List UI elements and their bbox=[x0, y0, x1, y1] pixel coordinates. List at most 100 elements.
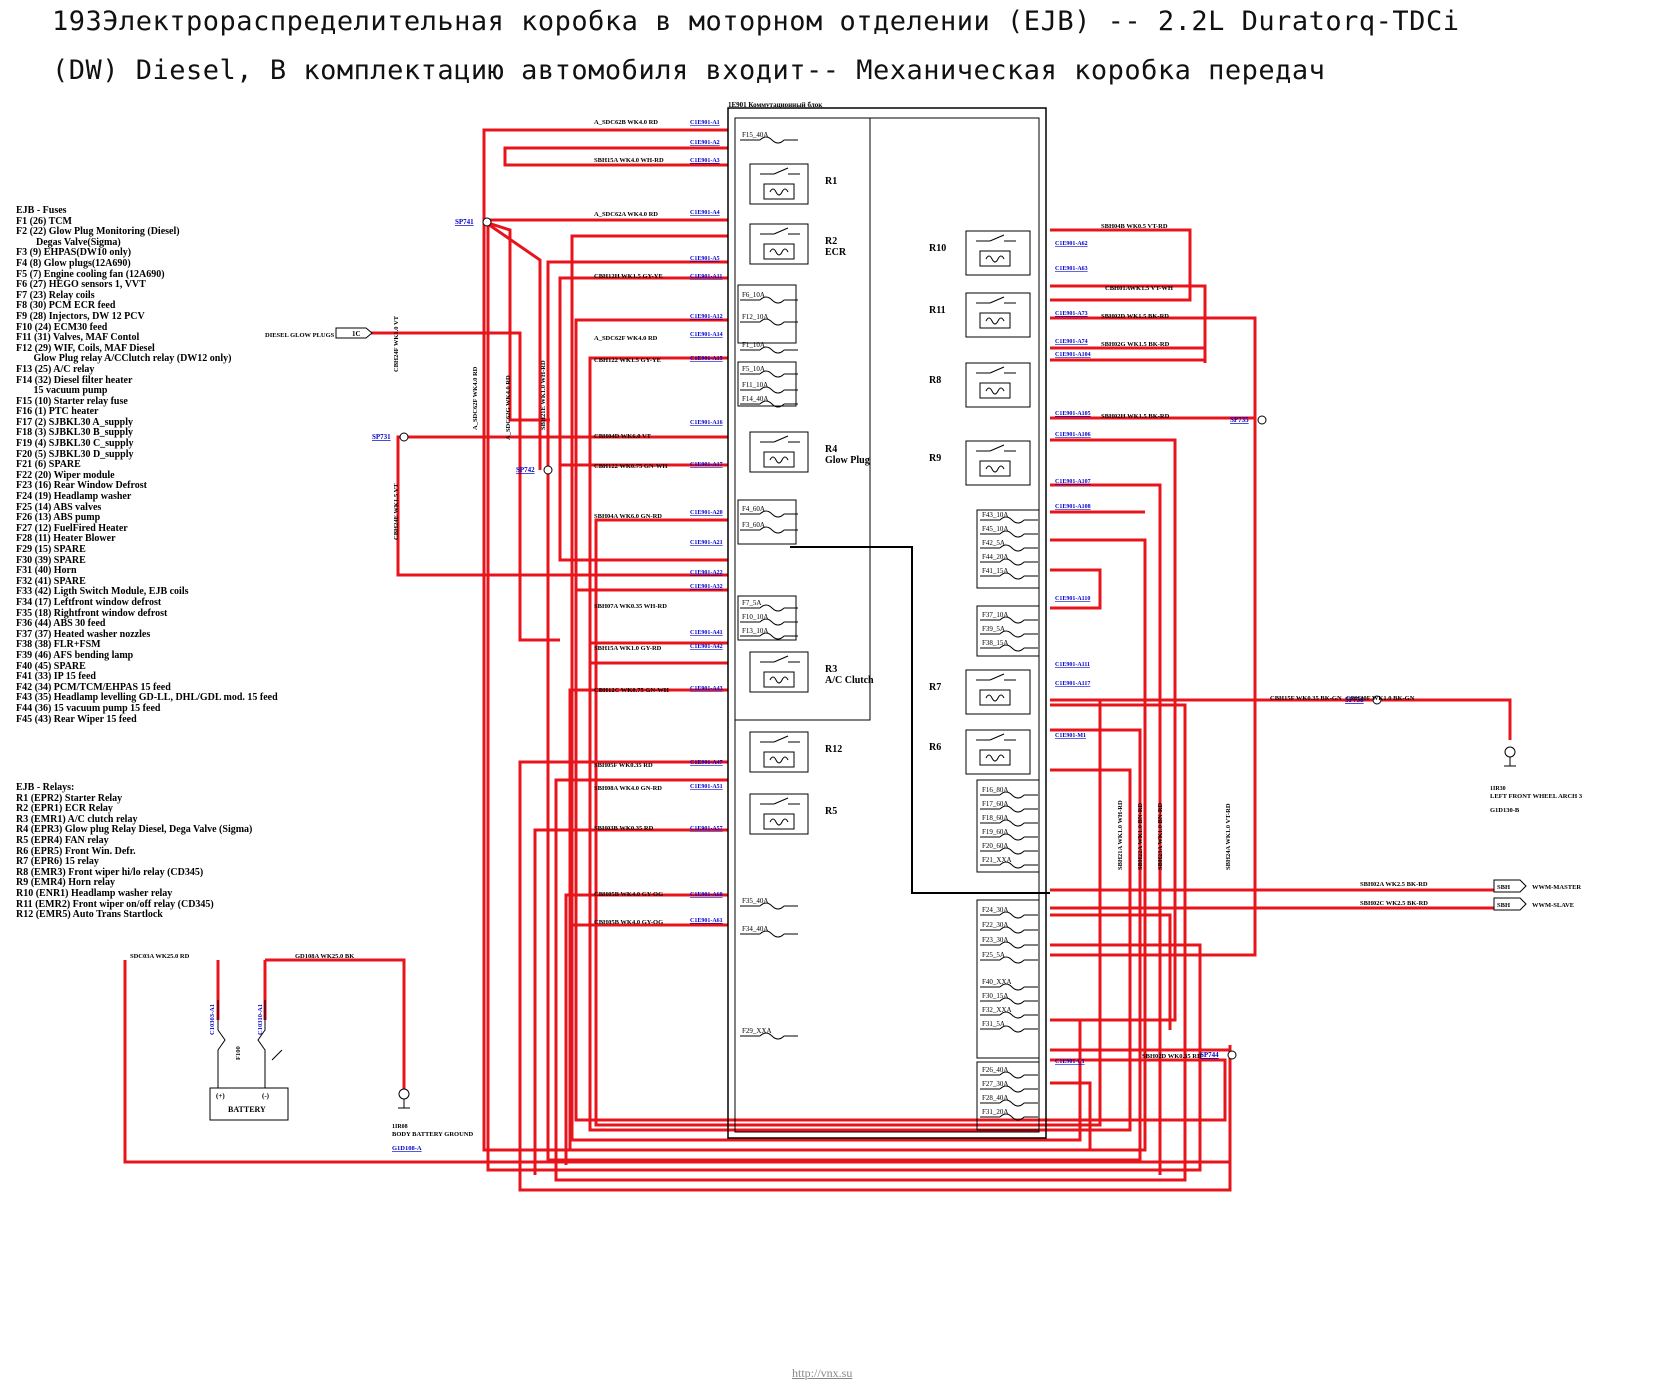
relay-sublabel: Glow Plug bbox=[825, 455, 870, 466]
ejb-outline bbox=[727, 107, 1047, 1139]
fuse-legend-item: F7 (23) Relay coils bbox=[16, 289, 95, 301]
fuse-right: F26_40A bbox=[980, 1066, 1038, 1079]
fuse-right-element bbox=[999, 941, 1025, 949]
fuse-right: F22_30A bbox=[980, 921, 1038, 934]
fuse-legend-item: F3 (9) EHPAS(DW10 only) bbox=[16, 247, 132, 259]
wire-label-vertical: SBH23A WK1.0 BN-RD bbox=[1157, 802, 1164, 870]
fuse-right: F17_60A bbox=[980, 800, 1038, 813]
fuse-legend-item: F18 (3) SJBKL30 B_supply bbox=[16, 427, 133, 439]
wire-label: SBH02D WK0.35 RD bbox=[1142, 1053, 1202, 1060]
fuse-legend-item: F39 (46) AFS bending lamp bbox=[16, 649, 134, 661]
fuse-legend-item: Degas Valve(Sigma) bbox=[16, 236, 121, 248]
wire-label: SDC03A WK25.0 RD bbox=[130, 953, 190, 960]
fuse-legend-item: F17 (2) SJBKL30 A_supply bbox=[16, 416, 133, 428]
relay-sublabel: ECR bbox=[825, 247, 847, 258]
relay-R2-coil-winding bbox=[769, 248, 789, 256]
relay-legend-item: R5 (EPR4) FAN relay bbox=[16, 834, 109, 846]
watermark-link[interactable]: http://vnx.su bbox=[792, 1366, 853, 1380]
fuse-label: F5_10A bbox=[742, 365, 765, 373]
fuse-right-element bbox=[999, 1085, 1025, 1093]
fuse-right: F45_10A bbox=[980, 525, 1038, 538]
fuse-left: F10_10A bbox=[740, 613, 798, 626]
connector-label: C1E901-A3 bbox=[690, 158, 720, 164]
fuse-label: F42_5A bbox=[982, 539, 1005, 547]
wire-label: SBH03B WK0.35 RD bbox=[594, 825, 654, 832]
wwm-master-label: WWM-MASTER bbox=[1532, 884, 1581, 891]
connector-label: C1E901-A104 bbox=[1055, 352, 1091, 358]
fuse-right-element bbox=[999, 833, 1025, 841]
relay-R2-frame bbox=[749, 223, 809, 265]
red-wire bbox=[588, 356, 1132, 1132]
fuse-label: F6_10A bbox=[742, 291, 765, 299]
fuse-right: F28_40A bbox=[980, 1094, 1038, 1107]
red-wire bbox=[396, 435, 728, 577]
connector-label: C1E901-A63 bbox=[1055, 266, 1088, 272]
fuse-right: F18_60A bbox=[980, 814, 1038, 827]
fuse-label: F22_30A bbox=[982, 921, 1008, 929]
fuse-group-frame bbox=[976, 509, 1040, 589]
relay-R8-coil-winding bbox=[985, 387, 1005, 395]
fuse-label: F3_60A bbox=[742, 521, 765, 529]
ground-label: LEFT FRONT WHEEL ARCH 3 bbox=[1490, 793, 1583, 800]
wire-label: SBH04B WK0.5 VT-RD bbox=[1101, 223, 1168, 230]
fuse-label: F43_10A bbox=[982, 511, 1008, 519]
fuse-label: F16_80A bbox=[982, 786, 1008, 794]
fuse-label: F39_5A bbox=[982, 625, 1005, 633]
fuse-legend-item: F40 (45) SPARE bbox=[16, 660, 86, 672]
wire-label-vertical: SBH22A WK1.0 BN-RD bbox=[1137, 802, 1144, 870]
relay-R12-coil-winding bbox=[769, 756, 789, 764]
ground-ref: G1D108-A bbox=[392, 1145, 422, 1152]
ground-body-battery-ring bbox=[398, 1088, 410, 1100]
relay-R7-coil-winding bbox=[985, 694, 1005, 702]
splice-label: SP758 bbox=[1345, 696, 1364, 704]
relay-label: R1 bbox=[825, 176, 837, 187]
relay-R10-frame bbox=[965, 230, 1031, 276]
fuse-left-element bbox=[759, 136, 785, 144]
fuse-legend-item: F23 (16) Rear Window Defrost bbox=[16, 480, 147, 492]
fuse-right: F38_15A bbox=[980, 639, 1038, 652]
relay-R10-switch bbox=[989, 234, 1005, 242]
wire-label-vertical: A_SDC62G WK4.0 RD bbox=[505, 375, 512, 440]
relay-R11-switch bbox=[989, 296, 1005, 304]
fuse-left: F3_60A bbox=[740, 521, 798, 534]
relay-R7 bbox=[965, 669, 1031, 715]
fuse-label: F32_XXA bbox=[982, 1006, 1012, 1014]
fuse-label: F21_XXA bbox=[982, 856, 1012, 864]
fuse-right: F30_15A bbox=[980, 992, 1038, 1005]
battery-negative-link bbox=[257, 1000, 283, 1088]
fuse-label: F18_60A bbox=[982, 814, 1008, 822]
connector-label: C1E901-A22 bbox=[690, 570, 723, 576]
fuse-right-element bbox=[999, 911, 1025, 919]
wwm-slave-label: WWM-SLAVE bbox=[1532, 902, 1574, 909]
fuse-legend-item: F20 (5) SJBKL30 D_supply bbox=[16, 448, 134, 460]
relay-legend-item: R3 (EMR1) A/C clutch relay bbox=[16, 813, 138, 825]
fuse-legend-item: F29 (15) SPARE bbox=[16, 544, 86, 555]
wire-label-vertical: SBH24A WK1.0 VT-RD bbox=[1225, 803, 1232, 870]
wire-label: A_SDC62A WK4.0 RD bbox=[594, 211, 658, 218]
relay-legend-item: R7 (EPR6) 15 relay bbox=[16, 856, 99, 868]
fuse-right: F31_20A bbox=[980, 1108, 1038, 1121]
fuse-group-frame bbox=[737, 595, 797, 641]
battery-pos-label: (+) bbox=[216, 1092, 225, 1100]
relay-R8-frame bbox=[965, 362, 1031, 408]
connector-label: C1E901-A12 bbox=[690, 314, 723, 320]
wire-label: CBH122 WK1.5 GY-YE bbox=[594, 357, 661, 364]
relay-R8-coil bbox=[979, 382, 1011, 399]
red-wire bbox=[1050, 913, 1172, 1030]
relay-R12-coil bbox=[763, 751, 795, 768]
connector-label: C1E901-A57 bbox=[690, 826, 723, 832]
relay-R9-frame bbox=[965, 440, 1031, 486]
connector-label: C1E901-A1 bbox=[690, 120, 720, 126]
relay-R6-frame bbox=[965, 729, 1031, 775]
relay-R3-switch bbox=[773, 655, 789, 663]
fuse-legend-item: F9 (28) Injectors, DW 12 PCV bbox=[16, 310, 145, 322]
connector-label: C1E901-A111 bbox=[1055, 662, 1090, 668]
fuse-label: F19_60A bbox=[982, 828, 1008, 836]
fuse-right: F23_30A bbox=[980, 936, 1038, 949]
fuse-label: F45_10A bbox=[982, 525, 1008, 533]
fuse-right: F27_30A bbox=[980, 1080, 1038, 1093]
fuse-label: F26_40A bbox=[982, 1066, 1008, 1074]
relay-R2-coil bbox=[763, 243, 795, 260]
relay-R6 bbox=[965, 729, 1031, 775]
relay-R6-switch bbox=[989, 733, 1005, 741]
